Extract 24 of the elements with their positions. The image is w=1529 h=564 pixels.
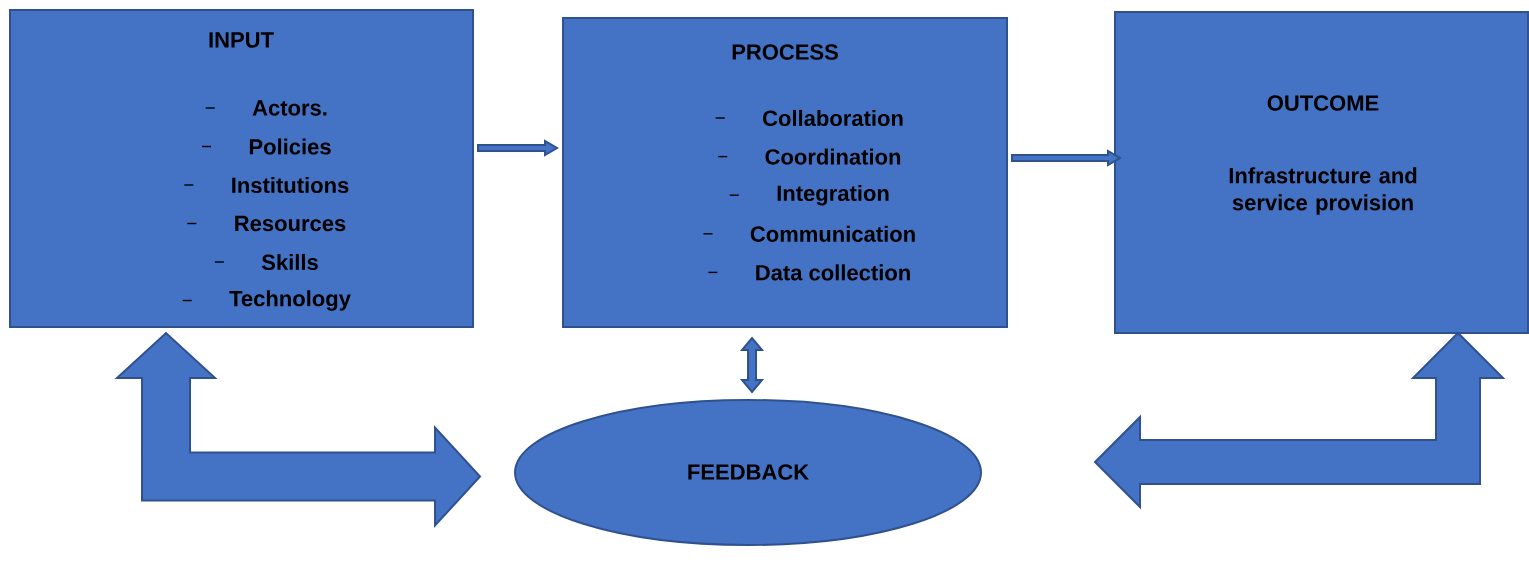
box-heading: OUTCOME bbox=[1267, 95, 1379, 111]
list-item: Skills bbox=[261, 253, 318, 271]
box-heading: FEEDBACK bbox=[688, 464, 809, 480]
process-box bbox=[562, 17, 1008, 328]
list-item: Actors. bbox=[252, 100, 327, 116]
list-item: Policies bbox=[249, 138, 331, 155]
box-heading: INPUT bbox=[209, 32, 274, 48]
block-arrow bbox=[739, 336, 765, 394]
block-arrow bbox=[477, 139, 559, 157]
list-item: Coordination bbox=[765, 148, 901, 165]
list-item: Data collection bbox=[756, 264, 910, 281]
list-item: Collaboration bbox=[763, 109, 903, 127]
process-box bbox=[9, 9, 474, 328]
list-item: Resources bbox=[235, 215, 346, 232]
block-arrow bbox=[1011, 149, 1122, 167]
block-arrow bbox=[1093, 331, 1506, 510]
feedback-ellipse bbox=[514, 399, 982, 546]
list-item: Institutions bbox=[232, 176, 349, 194]
box-heading: PROCESS bbox=[732, 44, 838, 60]
list-item: Technology bbox=[229, 290, 351, 311]
box-text: Infrastructure and service provision bbox=[1229, 167, 1417, 215]
list-item: Communication bbox=[750, 225, 915, 242]
process-box bbox=[1114, 11, 1529, 334]
list-item: Integration bbox=[777, 184, 889, 206]
